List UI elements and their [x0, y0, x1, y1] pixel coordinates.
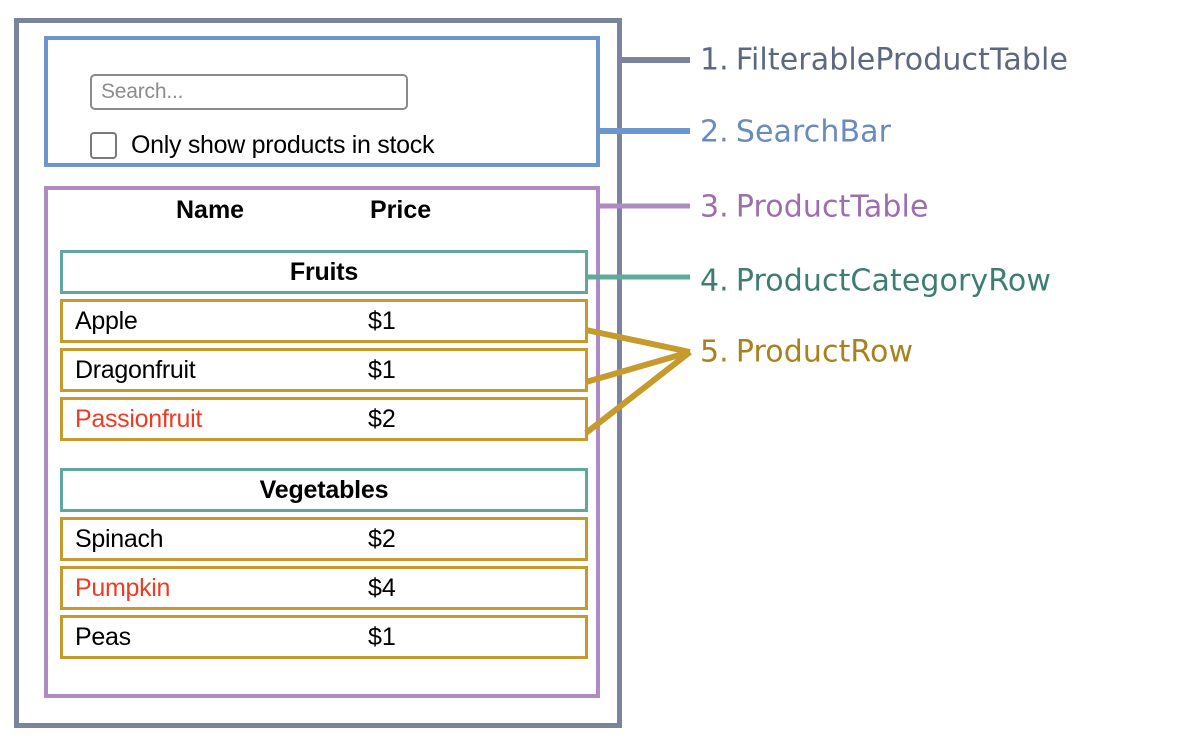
column-header-price: Price [370, 196, 432, 224]
product-price: $1 [368, 306, 396, 335]
product-name: Passionfruit [75, 404, 203, 433]
annotation-number-2: 2. [700, 114, 729, 150]
product-category-row: Fruits [60, 250, 588, 294]
product-price: $1 [368, 622, 396, 651]
checkbox-icon[interactable] [90, 131, 117, 159]
annotation-number-3: 3. [700, 189, 729, 225]
product-price: $1 [368, 355, 396, 384]
product-price: $2 [368, 524, 396, 553]
annotation-label-2: 2.SearchBar [700, 115, 891, 150]
product-name: Spinach [75, 524, 164, 553]
annotation-label-1: 1.FilterableProductTable [700, 43, 1068, 78]
search-input[interactable]: Search... [90, 74, 408, 110]
product-row: Pumpkin $4 [60, 566, 588, 610]
annotation-name-5: ProductRow [735, 334, 914, 370]
product-row: Peas $1 [60, 615, 588, 659]
product-name: Pumpkin [75, 573, 171, 602]
product-name: Peas [75, 622, 131, 651]
product-name: Apple [75, 306, 138, 335]
product-table-header: Name Price [60, 196, 588, 242]
annotation-number-4: 4. [700, 263, 729, 299]
annotation-label-3: 3.ProductTable [700, 190, 929, 225]
group-spacer [60, 446, 588, 468]
product-row: Apple $1 [60, 299, 588, 343]
product-row: Spinach $2 [60, 517, 588, 561]
product-category-row: Vegetables [60, 468, 588, 512]
annotation-name-3: ProductTable [735, 189, 929, 225]
annotation-number-5: 5. [700, 334, 729, 370]
annotation-number-1: 1. [700, 42, 729, 78]
product-price: $4 [368, 573, 396, 602]
product-name: Dragonfruit [75, 355, 196, 384]
product-row: Dragonfruit $1 [60, 348, 588, 392]
annotation-name-1: FilterableProductTable [735, 42, 1069, 78]
annotation-name-4: ProductCategoryRow [735, 263, 1051, 299]
product-category-label: Vegetables [259, 475, 389, 504]
product-row: Passionfruit $2 [60, 397, 588, 441]
annotation-label-4: 4.ProductCategoryRow [700, 264, 1051, 299]
in-stock-checkbox-label: Only show products in stock [131, 130, 435, 159]
search-input-placeholder: Search... [101, 80, 184, 103]
annotation-name-2: SearchBar [735, 114, 892, 150]
in-stock-checkbox-row[interactable]: Only show products in stock [90, 128, 560, 162]
annotation-label-5: 5.ProductRow [700, 335, 913, 370]
product-category-label: Fruits [289, 257, 359, 286]
product-price: $2 [368, 404, 396, 433]
column-header-name: Name [176, 196, 245, 224]
